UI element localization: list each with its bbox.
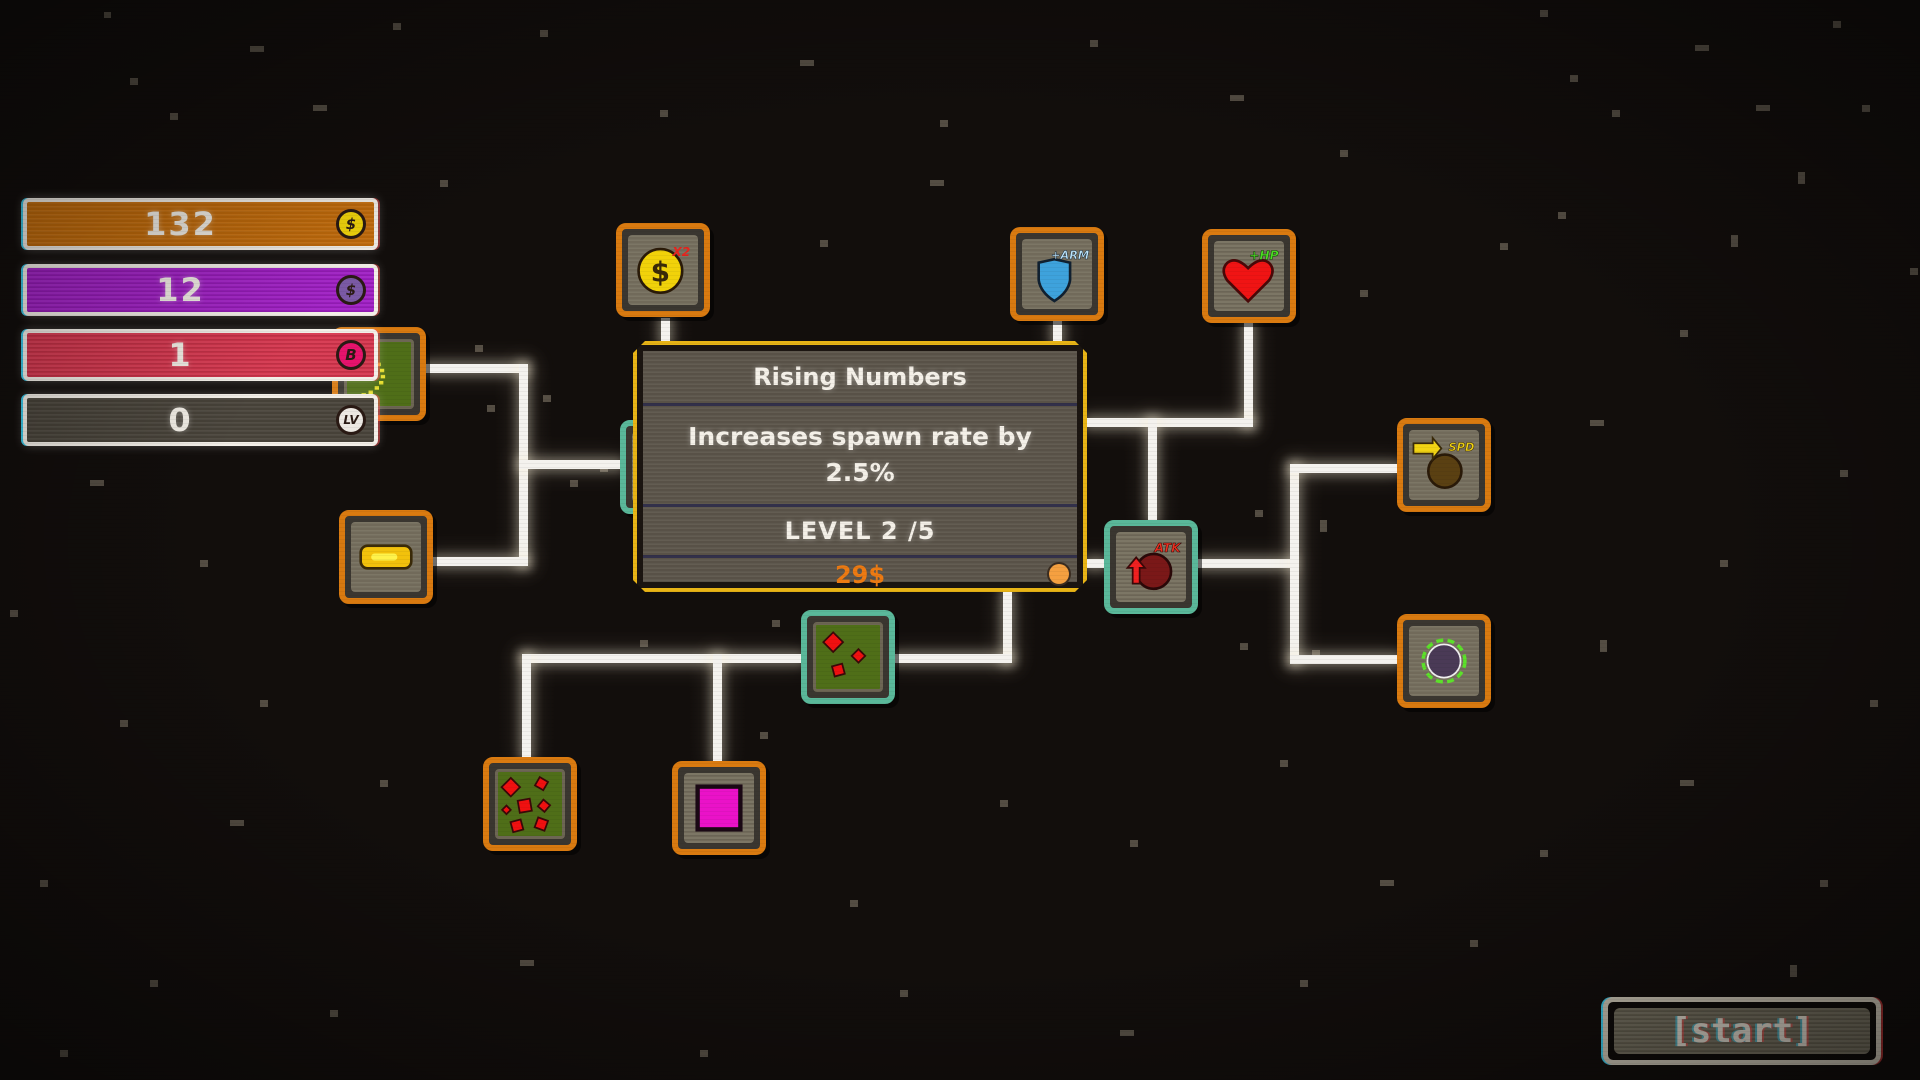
many-red-shards-icon [500, 775, 552, 834]
svg-text:+HP: +HP [1249, 248, 1278, 262]
upgrade-tooltip: Rising Numbers Increases spawn rate by 2… [633, 341, 1087, 592]
shield-icon: +ARM [1037, 248, 1090, 303]
bombs-count: 1 [168, 336, 193, 374]
magenta-square-icon [695, 784, 743, 832]
resource-bar-level: 0 LV [23, 394, 378, 446]
red-shards-icon [822, 631, 867, 678]
gold-bar-icon [359, 544, 413, 570]
upgrade-node-double-coins[interactable]: $ X2 [616, 223, 710, 317]
heart-icon: +HP [1222, 248, 1279, 304]
tooltip-description: Increases spawn rate by 2.5% [688, 422, 1032, 487]
svg-text:SPD: SPD [1449, 440, 1475, 454]
bomb-token-icon: B [336, 340, 366, 370]
currency-dot-icon [1049, 564, 1069, 584]
level-token-icon: LV [336, 405, 366, 435]
upgrade-node-spawn-large[interactable] [483, 757, 577, 851]
level-count: 0 [168, 401, 193, 439]
tooltip-price: 29$ [834, 560, 886, 589]
svg-text:+ARM: +ARM [1051, 248, 1090, 262]
gold-count: 132 [144, 205, 217, 243]
tooltip-level: LEVEL 2 /5 [784, 517, 936, 545]
svg-text:ATK: ATK [1154, 541, 1183, 555]
speed-orb-icon: SPD [1412, 435, 1475, 489]
upgrade-node-armor[interactable]: +ARM [1010, 227, 1104, 321]
range-orb-icon [1421, 638, 1467, 684]
resource-bar-gems: 12 $ [23, 264, 378, 316]
resource-bar-gold: 132 $ [23, 198, 378, 250]
upgrade-node-magenta-block[interactable] [672, 761, 766, 855]
gold-coin-icon: $ [336, 209, 366, 239]
upgrade-node-attack[interactable]: ATK [1104, 520, 1198, 614]
upgrade-node-speed[interactable]: SPD [1397, 418, 1491, 512]
node-background [495, 769, 565, 839]
upgrade-node-range[interactable] [1397, 614, 1491, 708]
start-button-label: [start] [1614, 1008, 1870, 1054]
upgrade-node-spawn-small[interactable] [801, 610, 895, 704]
divider [643, 403, 1077, 406]
purple-coin-icon: $ [336, 275, 366, 305]
divider [643, 504, 1077, 507]
gems-count: 12 [156, 271, 205, 309]
coin-x2-icon: $ X2 [637, 245, 690, 294]
start-button[interactable]: [start] [1603, 997, 1881, 1065]
tooltip-panel: Rising Numbers Increases spawn rate by 2… [643, 351, 1077, 582]
node-background [813, 622, 883, 692]
attack-orb-icon: ATK [1125, 541, 1183, 591]
upgrade-node-gold-bar[interactable] [339, 510, 433, 604]
upgrade-node-health[interactable]: +HP [1202, 229, 1296, 323]
resource-bar-bombs: 1 B [23, 329, 378, 381]
tooltip-title: Rising Numbers [753, 363, 967, 391]
svg-text:X2: X2 [671, 245, 690, 259]
divider [643, 555, 1077, 558]
svg-text:$: $ [651, 255, 670, 288]
